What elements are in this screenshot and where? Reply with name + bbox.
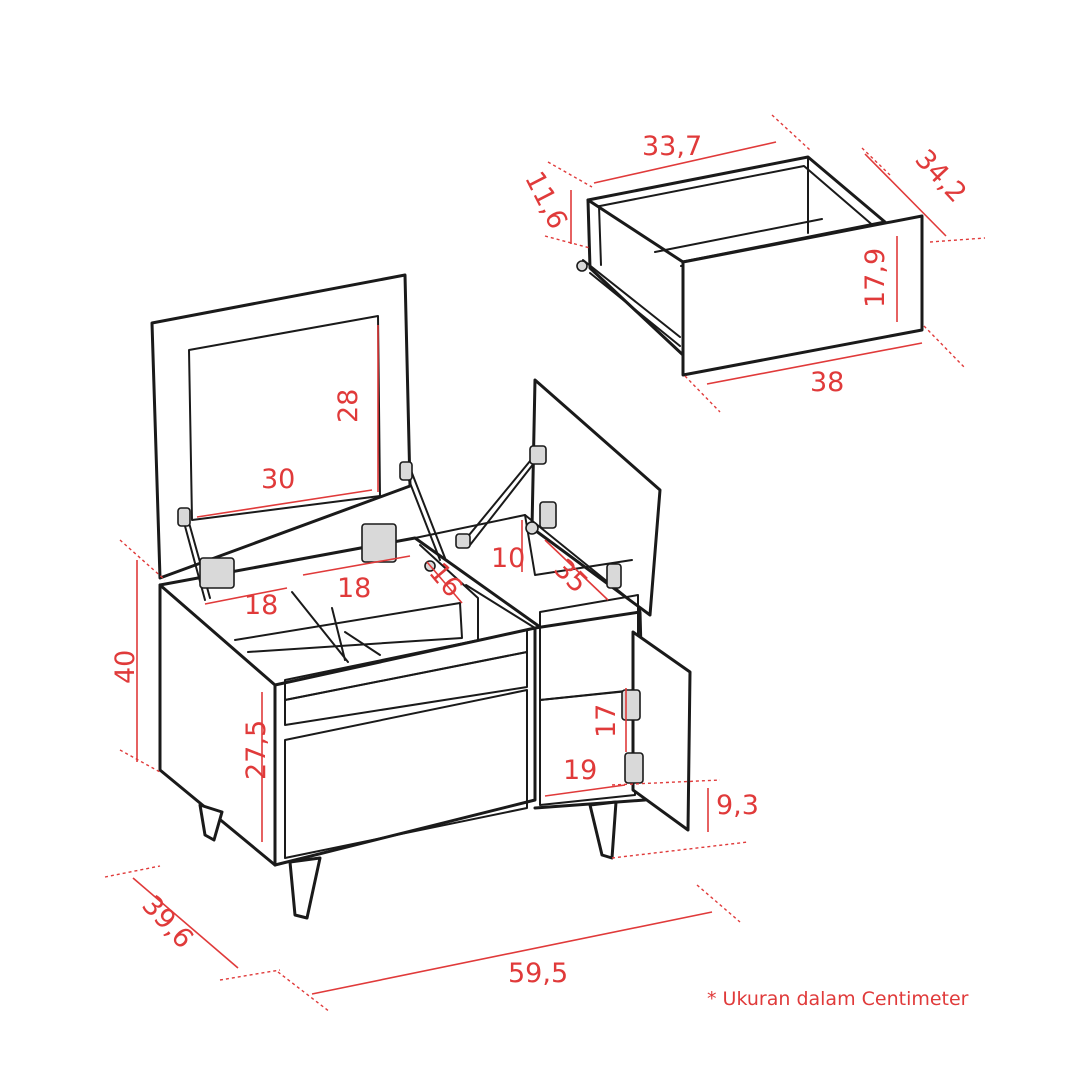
dimension-label: 18 — [244, 590, 278, 621]
dimension-label: 11,6 — [518, 167, 573, 235]
dimension-label: 34,2 — [909, 144, 973, 209]
dimension-label: 33,7 — [642, 131, 702, 162]
dimension-label: 10 — [491, 543, 525, 574]
cabinet-drawing — [150, 273, 692, 920]
dimension-label: 27,5 — [241, 720, 272, 780]
dimension-label: 39,6 — [135, 890, 199, 955]
dimension-label: 17,9 — [860, 248, 891, 308]
dimension-label: 18 — [337, 573, 371, 604]
dimension-label: 30 — [261, 464, 295, 495]
dimension-lines — [104, 114, 986, 1013]
dimension-label: 9,3 — [716, 790, 759, 821]
units-note: * Ukuran dalam Centimeter — [707, 988, 969, 1010]
dimension-label: 19 — [563, 755, 597, 786]
dimension-label: 17 — [591, 704, 622, 738]
dimension-label: 40 — [110, 650, 141, 684]
drawer-drawing — [576, 155, 924, 377]
dimension-label: 59,5 — [508, 958, 568, 989]
dimension-label: 38 — [810, 367, 844, 398]
dimension-label: 28 — [333, 389, 364, 423]
